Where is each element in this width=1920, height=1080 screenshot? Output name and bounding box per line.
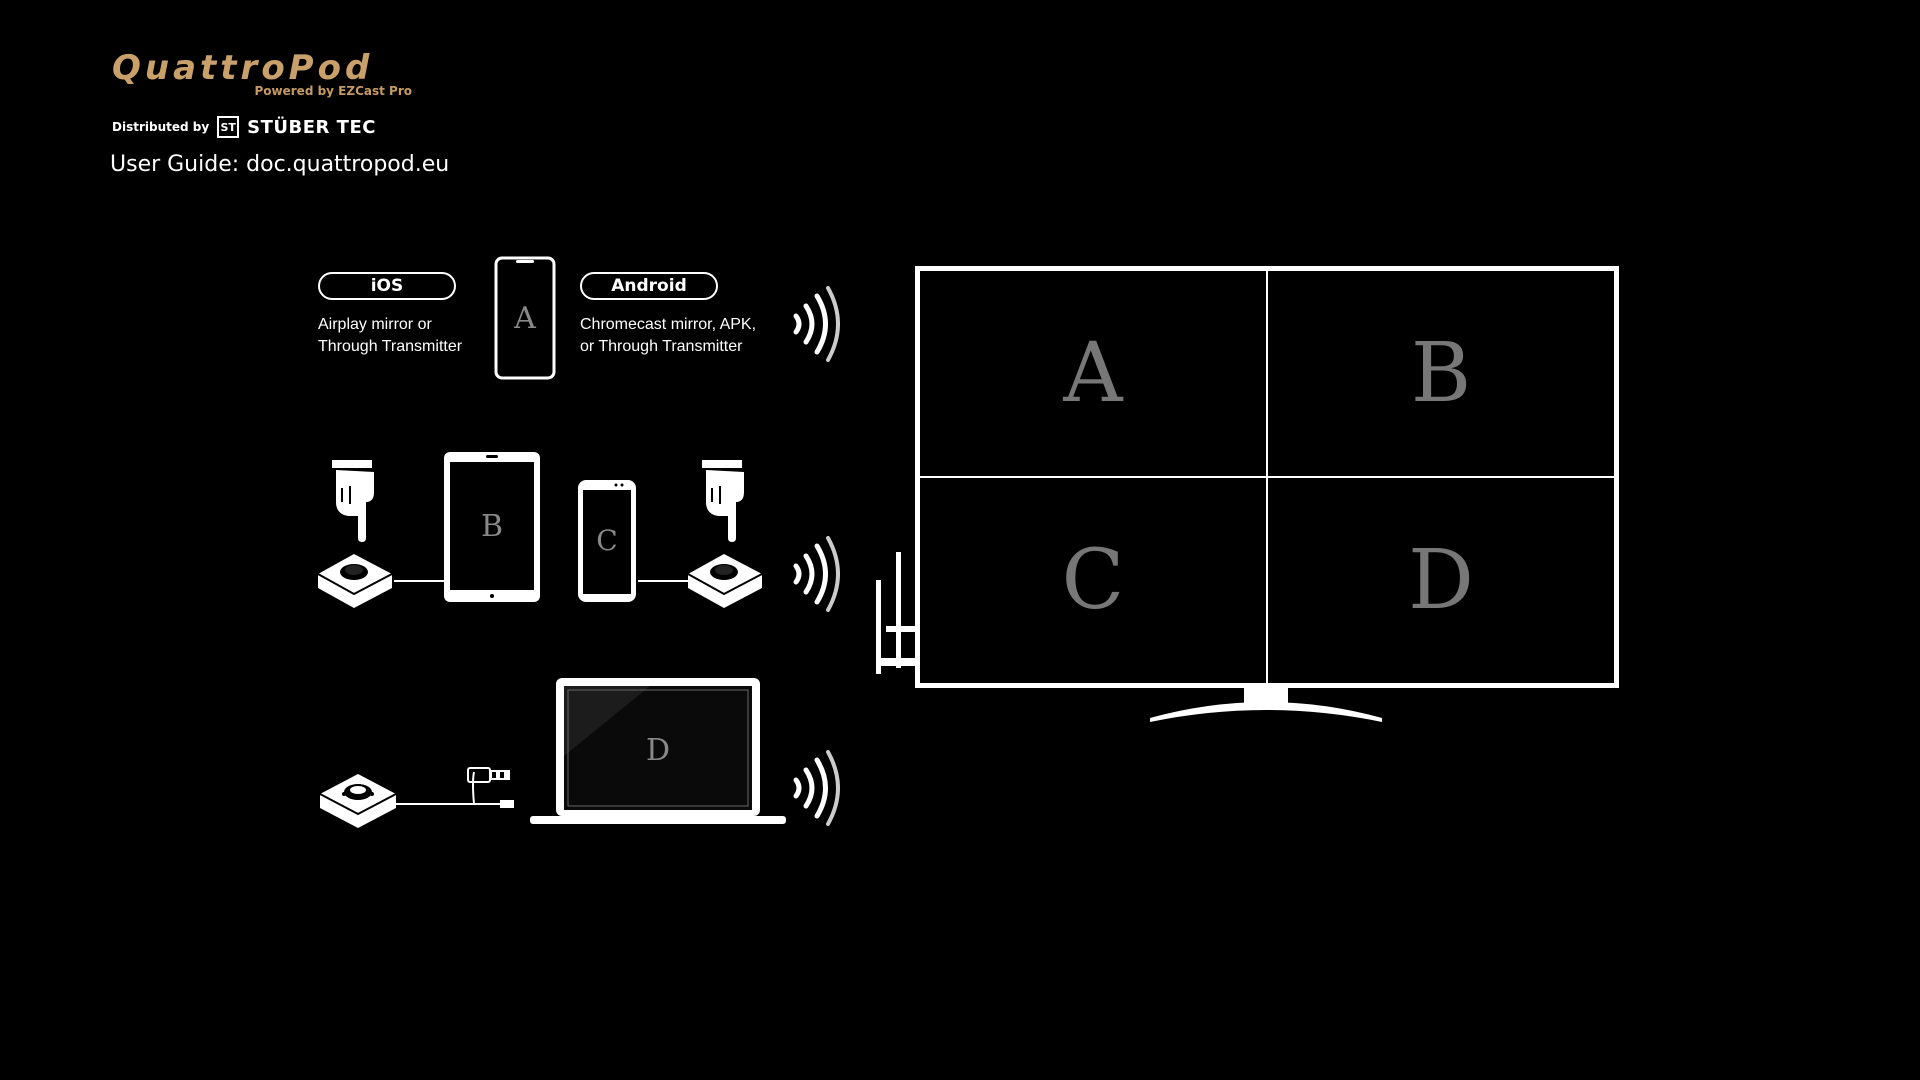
quad-display: A B C D [915, 266, 1619, 688]
android-description-line1: Chromecast mirror, APK, [580, 316, 757, 333]
wireless-signal-icon-2 [793, 536, 840, 612]
distributor-name: STÜBER TEC [247, 116, 376, 138]
android-description: Chromecast mirror, APK, or Through Trans… [580, 314, 756, 358]
tablet-b-letter: B [481, 509, 503, 544]
ios-description-line2: Through Transmitter [318, 338, 463, 355]
transmitter-cable [394, 580, 444, 582]
transmitter-usb-icon [319, 774, 397, 828]
usb-cable-icon [396, 767, 514, 808]
receiver-antenna-icon [876, 552, 918, 674]
ios-badge: iOS [318, 272, 456, 300]
wireless-signal-icon-3 [793, 750, 840, 826]
ios-description-line1: Airplay mirror or [318, 316, 432, 333]
phone-a-letter: A [513, 301, 536, 336]
ios-description: Airplay mirror or Through Transmitter [318, 314, 462, 358]
display-quadrant-b: B [1267, 270, 1615, 477]
android-description-line2: or Through Transmitter [580, 338, 743, 355]
stuber-tec-logo-icon: ST [217, 116, 240, 138]
quattropod-logo: QuattroPod Powered by EZCast Pro [112, 48, 432, 104]
distributed-by-label: Distributed by [112, 120, 210, 134]
distributor-line: Distributed by ST STÜBER TEC [112, 114, 376, 140]
transmitter-button-icon [317, 554, 393, 608]
transmitter-cable-2 [638, 580, 688, 582]
hand-press-icon-2 [702, 460, 744, 542]
wireless-signal-icon [793, 286, 840, 362]
hand-press-icon [332, 460, 374, 542]
transmitter-button-icon-2 [687, 554, 763, 608]
android-badge: Android [580, 272, 718, 300]
tablet-b-icon: B [444, 452, 540, 602]
display-quadrant-d: D [1267, 477, 1615, 684]
phone-c-letter: C [596, 524, 617, 557]
brand-name: QuattroPod [112, 48, 374, 88]
display-quadrant-a: A [919, 270, 1267, 477]
laptop-d-letter: D [646, 733, 670, 768]
user-guide-link[interactable]: User Guide: doc.quattropod.eu [110, 152, 450, 177]
display-stand-icon [1150, 688, 1382, 722]
display-quadrant-c: C [919, 477, 1267, 684]
smartphone-a-icon: A [494, 256, 556, 380]
laptop-d-icon: D [530, 678, 786, 824]
brand-tagline: Powered by EZCast Pro [254, 84, 413, 98]
smartphone-c-icon: C [578, 480, 636, 602]
